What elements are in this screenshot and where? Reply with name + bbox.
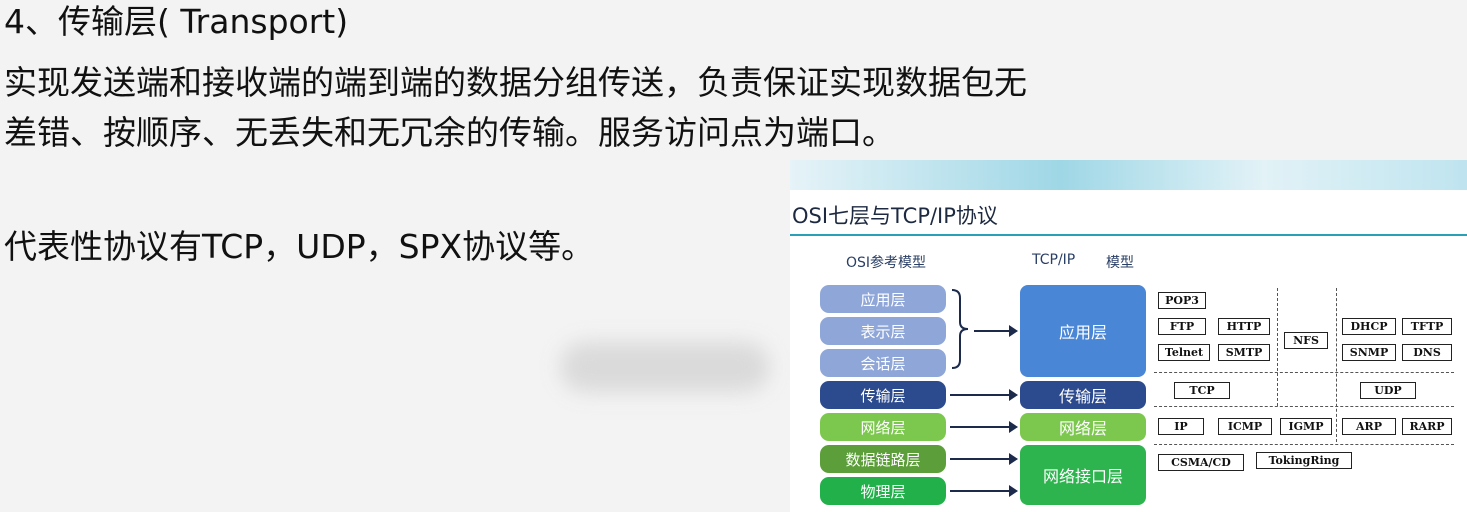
figure-title: OSI七层与TCP/IP协议 xyxy=(792,204,998,228)
layer-model-panel: OSI参考模型 TCP/IP 模型 应用层 表示层 会话层 传输层 网络层 数据… xyxy=(820,252,1160,510)
osi-layer-transport: 传输层 xyxy=(820,381,946,409)
grouping-brace xyxy=(951,289,969,369)
protocol-tftp: TFTP xyxy=(1402,318,1452,335)
blurred-artifact xyxy=(560,342,770,392)
protocol-dhcp: DHCP xyxy=(1342,318,1396,335)
model-column-header: 模型 xyxy=(1106,255,1134,271)
protocol-tcp: TCP xyxy=(1174,382,1230,399)
arrow-application xyxy=(974,325,1018,337)
osi-column-header: OSI参考模型 xyxy=(846,255,927,271)
protocol-csma-cd: CSMA/CD xyxy=(1158,454,1244,471)
protocol-arp: ARP xyxy=(1342,418,1396,435)
protocol-nfs: NFS xyxy=(1284,332,1328,349)
osi-tcpip-figure: OSI七层与TCP/IP协议 OSI参考模型 TCP/IP 模型 应用层 表示层… xyxy=(790,160,1467,512)
osi-layer-network: 网络层 xyxy=(820,413,946,441)
protocol-smtp: SMTP xyxy=(1218,344,1270,361)
divider-h3 xyxy=(1154,444,1454,445)
tcpip-layer-transport: 传输层 xyxy=(1020,381,1146,409)
section-heading: 4、传输层( Transport) xyxy=(4,2,349,41)
protocol-http: HTTP xyxy=(1218,318,1270,335)
representative-protocols-text: 代表性协议有TCP，UDP，SPX协议等。 xyxy=(4,227,595,266)
transport-layer-description: 实现发送端和接收端的端到端的数据分组传送，负责保证实现数据包无差错、按顺序、无丢… xyxy=(4,63,1027,152)
protocol-icmp: ICMP xyxy=(1218,418,1272,435)
arrow-datalink xyxy=(950,453,1018,465)
divider-v2 xyxy=(1336,288,1337,442)
protocol-dns: DNS xyxy=(1402,344,1452,361)
protocol-rarp: RARP xyxy=(1402,418,1452,435)
protocol-telnet: Telnet xyxy=(1158,344,1210,361)
osi-layer-presentation: 表示层 xyxy=(820,317,946,345)
protocol-tokenring: TokingRing xyxy=(1256,452,1352,469)
protocol-udp: UDP xyxy=(1360,382,1416,399)
osi-layer-datalink: 数据链路层 xyxy=(820,445,946,473)
title-divider xyxy=(790,234,1467,236)
protocol-ip: IP xyxy=(1158,418,1204,435)
arrow-network xyxy=(950,421,1018,433)
slide-header-band xyxy=(790,160,1467,190)
divider-h2 xyxy=(1154,406,1454,407)
osi-layer-physical: 物理层 xyxy=(820,477,946,505)
osi-layer-application: 应用层 xyxy=(820,285,946,313)
protocol-igmp: IGMP xyxy=(1280,418,1332,435)
arrow-transport xyxy=(950,389,1018,401)
osi-layer-session: 会话层 xyxy=(820,349,946,377)
divider-h1 xyxy=(1154,372,1454,373)
tcpip-layer-network: 网络层 xyxy=(1020,413,1146,441)
tcpip-layer-application: 应用层 xyxy=(1020,285,1146,377)
protocol-pop3: POP3 xyxy=(1158,292,1206,309)
arrow-physical xyxy=(950,485,1018,497)
protocol-ftp: FTP xyxy=(1158,318,1206,335)
tcpip-layer-network-interface: 网络接口层 xyxy=(1020,445,1146,505)
protocol-snmp: SNMP xyxy=(1342,344,1396,361)
tcpip-column-header: TCP/IP xyxy=(1032,252,1076,268)
divider-v1 xyxy=(1277,288,1278,406)
protocol-grid: POP3 FTP HTTP Telnet SMTP NFS DHCP TFTP … xyxy=(1154,284,1464,512)
